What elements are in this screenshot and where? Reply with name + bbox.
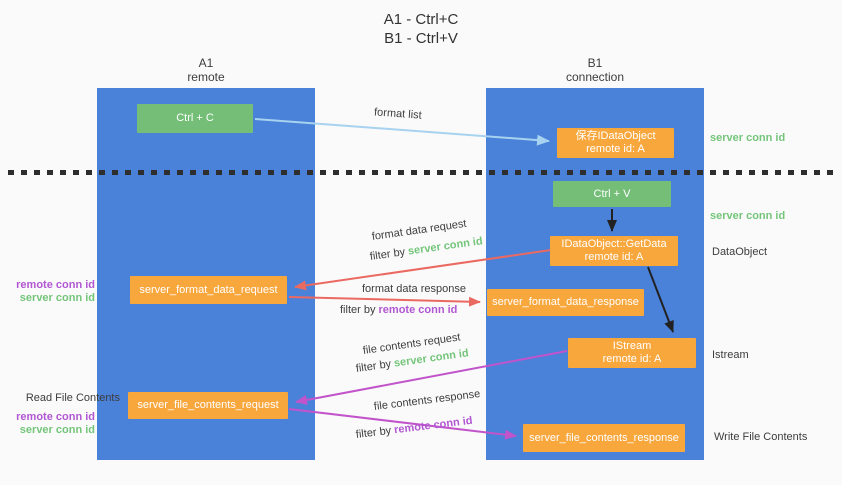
node-save-idataobject-line1: 保存IDataObject — [575, 130, 656, 142]
filter-by-text: filter by — [369, 246, 406, 263]
file-contents-response-label: file contents response — [373, 388, 481, 413]
server-conn-id-text: server conn id — [407, 235, 484, 258]
node-ctrl-c: Ctrl + C — [137, 104, 253, 133]
lifeline-a1-name: A1 — [198, 56, 214, 70]
node-istream-line1: IStream — [612, 340, 652, 352]
node-server-file-contents-request-label: server_file_contents_request — [137, 399, 279, 411]
filter-by-text: filter by — [355, 424, 392, 441]
format-data-response-filter-label: filter by remote conn id — [340, 304, 457, 317]
read-file-contents-annotation: Read File Contents — [25, 392, 120, 404]
server-conn-id-annotation-top: server conn id — [710, 132, 786, 144]
lifeline-b1-name: B1 — [587, 56, 603, 70]
node-server-file-contents-response: server_file_contents_response — [523, 424, 685, 452]
session-divider-dotted-line — [8, 170, 836, 175]
node-server-format-data-request: server_format_data_request — [130, 276, 287, 304]
lifeline-b1-role: connection — [565, 70, 625, 84]
format-data-response-arrow — [288, 296, 481, 307]
node-server-format-data-response-label: server_format_data_response — [492, 296, 639, 308]
filter-by-text: filter by — [340, 304, 376, 316]
server-conn-id-annotation-mid: server conn id — [710, 210, 786, 222]
title-line-1: A1 - Ctrl+C — [383, 11, 459, 28]
node-server-file-contents-response-label: server_file_contents_response — [529, 431, 679, 444]
file-contents-response-filter-label: filter by remote conn id — [355, 415, 473, 442]
filter-by-text: filter by — [355, 358, 392, 375]
server-conn-id-annotation-file: server conn id — [19, 424, 95, 436]
node-idataobject-getdata: IDataObject::GetData remote id: A — [550, 236, 678, 266]
lifeline-b1-header: B1 connection — [486, 56, 704, 84]
title-line-2: B1 - Ctrl+V — [384, 30, 458, 47]
remote-conn-id-annotation-file: remote conn id — [16, 411, 95, 423]
lifeline-a1-role: remote — [187, 70, 225, 84]
node-server-format-data-response: server_format_data_response — [487, 289, 644, 316]
node-save-idataobject: 保存IDataObject remote id: A — [557, 128, 674, 158]
node-save-idataobject-line2: remote id: A — [586, 143, 645, 155]
write-file-contents-annotation: Write File Contents — [714, 431, 808, 443]
diagram-title: A1 - Ctrl+C B1 - Ctrl+V — [0, 10, 842, 48]
node-ctrl-c-label: Ctrl + C — [176, 112, 214, 124]
node-idataobject-getdata-line1: IDataObject::GetData — [561, 238, 667, 250]
node-ctrl-v-label: Ctrl + V — [593, 187, 631, 200]
format-data-response-label: format data response — [362, 283, 466, 295]
istream-annotation: Istream — [712, 349, 749, 361]
remote-conn-id-text: remote conn id — [393, 414, 474, 437]
dataobject-annotation: DataObject — [712, 246, 768, 258]
remote-conn-id-text: remote conn id — [378, 304, 458, 316]
lifeline-a1-header: A1 remote — [97, 56, 315, 84]
format-list-label: format list — [373, 106, 423, 122]
remote-conn-id-annotation-format: remote conn id — [16, 279, 95, 291]
node-server-file-contents-request: server_file_contents_request — [128, 392, 288, 419]
node-istream: IStream remote id: A — [568, 338, 696, 368]
server-conn-id-annotation-format: server conn id — [19, 292, 95, 304]
node-ctrl-v: Ctrl + V — [553, 181, 671, 207]
node-istream-line2: remote id: A — [602, 353, 662, 365]
node-idataobject-getdata-line2: remote id: A — [584, 251, 644, 263]
node-server-format-data-request-label: server_format_data_request — [139, 283, 278, 296]
